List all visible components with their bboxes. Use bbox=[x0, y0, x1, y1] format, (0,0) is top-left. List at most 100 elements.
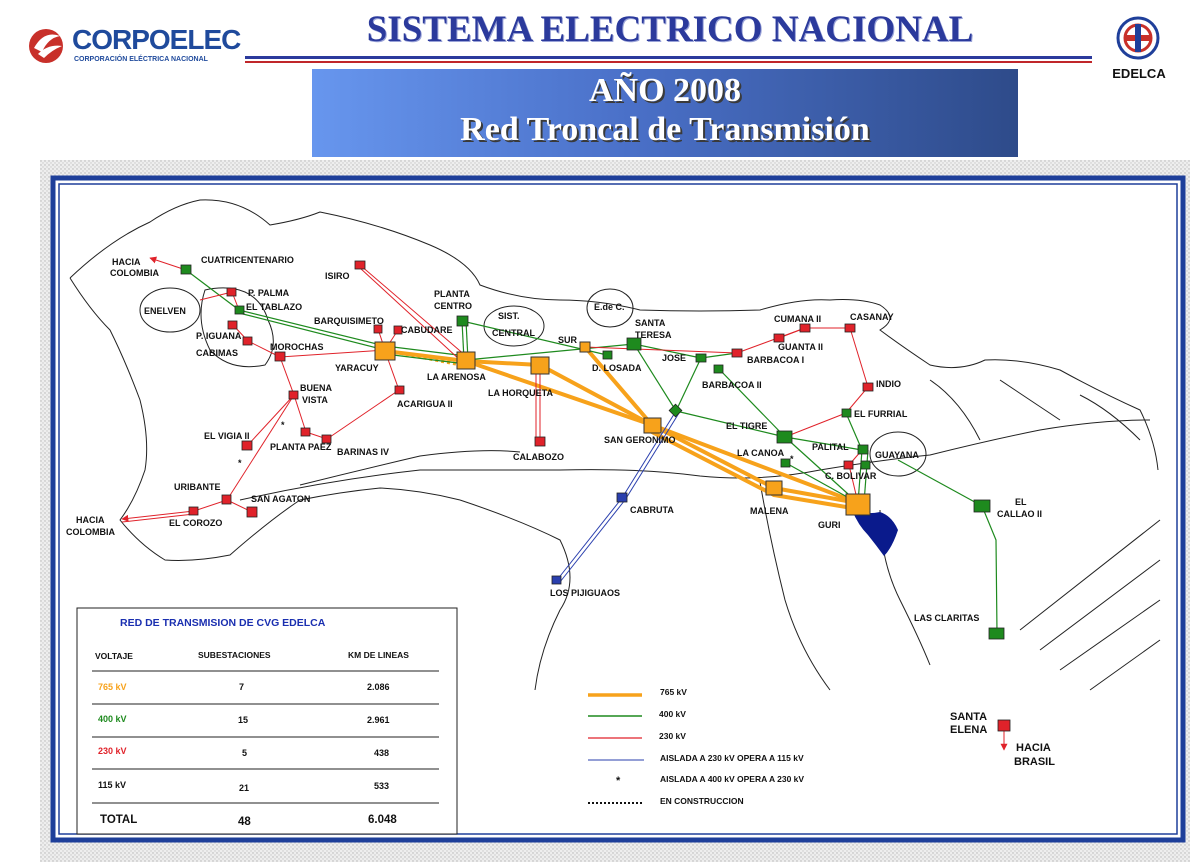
label-asterisk-3: * bbox=[790, 454, 794, 464]
label-cabimas: CABIMAS bbox=[196, 348, 238, 358]
label-el-callao-ii-2: CALLAO II bbox=[997, 509, 1042, 519]
label-el-tigre: EL TIGRE bbox=[726, 421, 767, 431]
line-barbacoa-ii-tigre bbox=[718, 368, 786, 438]
lake-maracaibo bbox=[200, 287, 274, 368]
line-corozo-colombia-2 bbox=[121, 513, 195, 523]
label-hacia-colombia-n-2: COLOMBIA bbox=[110, 268, 159, 278]
line-tigre-guri bbox=[784, 436, 859, 504]
substation-el-tablazo bbox=[234, 305, 245, 315]
substation-jose bbox=[695, 353, 707, 363]
place-labels: HACIA COLOMBIA CUATRICENTENARIO ISIRO P.… bbox=[66, 255, 1042, 623]
substation-p-iguana bbox=[227, 320, 238, 330]
line-isiro-arenosa-2 bbox=[359, 267, 461, 361]
substation-barinas-iv bbox=[321, 434, 332, 444]
line-acarigua-barinas bbox=[326, 389, 400, 440]
row-400-voltage: 400 kV bbox=[98, 714, 127, 724]
geography bbox=[69, 199, 1161, 691]
title-banner: AÑO 2008 Red Troncal de Transmisión bbox=[312, 69, 1018, 157]
label-buena-vista-2: VISTA bbox=[302, 395, 328, 405]
label-el-corozo: EL COROZO bbox=[169, 518, 222, 528]
substation-buena-vista bbox=[288, 390, 299, 400]
label-cabudare: CABUDARE bbox=[401, 325, 453, 335]
substation-la-canoa bbox=[780, 458, 791, 468]
substation-palital bbox=[843, 460, 854, 470]
line-casanay-indio bbox=[849, 327, 869, 388]
banner-subtitle: Red Troncal de Transmisión bbox=[460, 111, 870, 148]
page-title: SISTEMA ELECTRICO NACIONAL bbox=[366, 9, 974, 50]
label-barbacoa-ii: BARBACOA II bbox=[702, 380, 762, 390]
map-legend: 765 kV 400 kV 230 kV AISLADA A 230 kV OP… bbox=[588, 687, 804, 806]
label-uribante: URIBANTE bbox=[174, 482, 221, 492]
orinoco-river bbox=[239, 419, 1151, 501]
label-el-tablazo: EL TABLAZO bbox=[246, 302, 302, 312]
substation-morochas bbox=[274, 351, 286, 362]
essequibo-zone-1 bbox=[1019, 519, 1161, 631]
southern-border bbox=[459, 499, 571, 691]
label-el-vigia-ii: EL VIGIA II bbox=[204, 431, 250, 441]
line-arenosa-santa-teresa bbox=[465, 343, 635, 361]
label-los-pijiguaos: LOS PIJIGUAOS bbox=[550, 588, 620, 598]
label-la-horqueta: LA HORQUETA bbox=[488, 388, 553, 398]
line-malena-guri-2 bbox=[772, 493, 860, 511]
line-tigre-guayana bbox=[784, 436, 863, 451]
label-hacia-colombia-s-2: COLOMBIA bbox=[66, 527, 115, 537]
substation-barquisimeto bbox=[373, 324, 383, 334]
legend-label-isolated-400: AISLADA A 400 kV OPERA A 230 kV bbox=[660, 774, 804, 784]
line-corozo-colombia bbox=[121, 510, 195, 522]
lines-765kv bbox=[383, 345, 860, 511]
header-subestaciones: SUBESTACIONES bbox=[198, 650, 271, 660]
substation-planta-centro bbox=[456, 315, 469, 327]
edelca-emblem-icon bbox=[1116, 16, 1160, 60]
row-230-subs: 5 bbox=[242, 748, 247, 758]
apure-river bbox=[299, 450, 521, 486]
label-san-geronimo: SAN GERONIMO bbox=[604, 435, 676, 445]
line-la-arenosa-san-geronimo bbox=[464, 359, 654, 427]
row-total-km: 6.048 bbox=[368, 814, 397, 826]
label-la-canoa: LA CANOA bbox=[737, 448, 785, 458]
line-sg-el-tigre bbox=[675, 410, 786, 438]
line-paez-buena-vista bbox=[293, 394, 307, 433]
substation-guayana bbox=[857, 444, 869, 455]
label-jose: JOSE bbox=[662, 353, 686, 363]
line-callao-claritas bbox=[981, 505, 998, 634]
label-santa-teresa-1: SANTA bbox=[635, 318, 666, 328]
label-el-furrial: EL FURRIAL bbox=[854, 409, 908, 419]
row-230-voltage: 230 kV bbox=[98, 746, 127, 756]
label-planta-centro-1: PLANTA bbox=[434, 289, 470, 299]
row-400-km: 2.961 bbox=[367, 715, 390, 725]
row-400-subs: 15 bbox=[238, 715, 248, 725]
substation-isiro bbox=[354, 260, 366, 270]
line-central-barbacoa bbox=[584, 346, 738, 354]
label-planta-paez: PLANTA PAEZ bbox=[270, 442, 332, 452]
label-d-losada: D. LOSADA bbox=[592, 363, 642, 373]
label-hacia-colombia-n-1: HACIA bbox=[112, 257, 141, 267]
line-tablazo-yaracuy-1 bbox=[238, 309, 386, 347]
substation-la-horqueta bbox=[530, 356, 550, 375]
line-malena-guri-1 bbox=[772, 486, 860, 505]
row-total-subs: 48 bbox=[238, 816, 251, 828]
label-santa-elena-1: SANTA bbox=[950, 711, 987, 723]
essequibo-zone-4 bbox=[1089, 639, 1161, 691]
label-sist-central-1: SIST. bbox=[498, 311, 520, 321]
substation-yaracuy bbox=[374, 341, 396, 361]
lines-isolated-230-115 bbox=[556, 410, 680, 583]
label-guanta-ii: GUANTA II bbox=[778, 342, 823, 352]
line-tablazo-yaracuy-2 bbox=[238, 312, 386, 351]
substation-cuatricentenario bbox=[180, 264, 192, 275]
line-cabruta-pijiguaos-1 bbox=[556, 497, 623, 581]
label-c-bolivar: C. BOLIVAR bbox=[825, 471, 877, 481]
label-barbacoa-i: BARBACOA I bbox=[747, 355, 804, 365]
label-isiro: ISIRO bbox=[325, 271, 350, 281]
substation-p-palma bbox=[226, 287, 237, 297]
legend-label-construction: EN CONSTRUCCION bbox=[660, 796, 744, 806]
label-planta-centro-2: CENTRO bbox=[434, 301, 472, 311]
line-jose-sg bbox=[675, 357, 702, 412]
line-sur-san-geronimo bbox=[583, 345, 654, 427]
label-san-agaton: SAN AGATON bbox=[251, 494, 310, 504]
map-inner-border bbox=[58, 183, 1178, 835]
coastline bbox=[69, 199, 1159, 471]
substation-santa-teresa bbox=[626, 337, 642, 351]
label-hacia-brasil-1: HACIA bbox=[1016, 742, 1051, 754]
line-santa-teresa-sg bbox=[633, 343, 677, 412]
label-barinas-iv: BARINAS IV bbox=[337, 447, 389, 457]
